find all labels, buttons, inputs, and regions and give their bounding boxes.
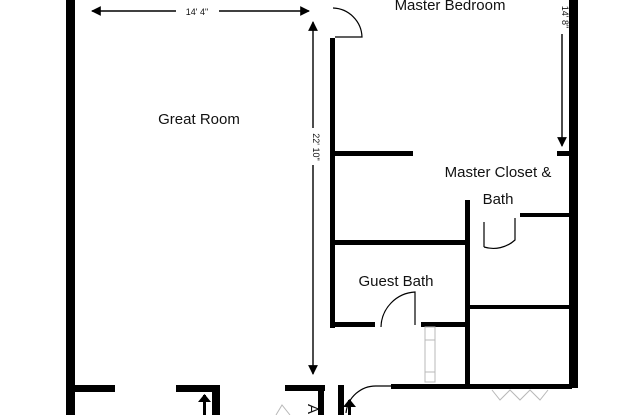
guest-bath-door [380, 291, 416, 328]
threshold-right-arrow [343, 399, 356, 407]
bottom-wall-mid [176, 385, 220, 392]
master-closet-label-line1: Master Closet & [445, 164, 552, 181]
closet-inner-wall [465, 200, 470, 388]
outer-wall-right [569, 0, 578, 388]
hall-post [318, 385, 324, 415]
guest-bath-label: Guest Bath [358, 273, 433, 290]
closet-wall-top-left [330, 151, 413, 156]
bedroom-wall-left [330, 38, 335, 328]
threshold-right [348, 400, 351, 415]
threshold-left-arrow [198, 394, 211, 402]
closet-door [483, 218, 516, 249]
closet-bath-wall [520, 213, 572, 217]
closet-divider-wall [468, 305, 572, 309]
master-bedroom-label: Master Bedroom [395, 0, 506, 14]
guest-bath-bottom-right [421, 322, 468, 327]
great-room-width-label: 14' 4" [186, 7, 208, 17]
linen-shelf [424, 326, 436, 383]
guest-bath-bottom-left [330, 322, 375, 327]
master-closet-label-line2: Bath [483, 191, 514, 208]
bottom-wall-left [75, 385, 115, 392]
master-bedroom-width-label: 14' 8" [560, 6, 570, 28]
bath-wall-top [330, 240, 468, 245]
bottom-stub [212, 385, 220, 415]
dimension-lines [91, 6, 567, 375]
great-room-label: Great Room [158, 111, 240, 128]
small-markers [198, 394, 356, 415]
partial-room-label: A [304, 404, 321, 414]
hall-post-2 [338, 385, 344, 415]
bottom-wall-hall [285, 385, 325, 391]
closet-bifold [491, 389, 549, 401]
outer-wall-left [66, 0, 75, 415]
threshold-left [203, 395, 206, 415]
closet-wall-top-right [557, 151, 574, 156]
fixtures [275, 326, 549, 415]
hall-door [345, 385, 391, 414]
hall-closet-bifold [275, 404, 291, 415]
walls [66, 0, 578, 415]
great-room-length-label: 22' 10" [311, 133, 321, 160]
doors [332, 7, 516, 414]
bedroom-door [332, 7, 363, 38]
bottom-wall-right [391, 384, 572, 389]
